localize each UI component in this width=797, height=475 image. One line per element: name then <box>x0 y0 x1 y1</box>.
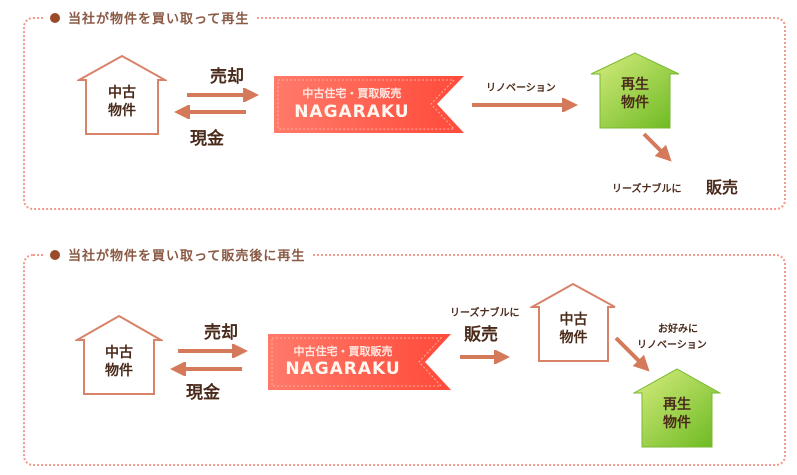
arrow-right-icon <box>178 344 248 358</box>
section-2-heading: 当社が物件を買い取って販売後に再生 <box>44 245 312 264</box>
renewed-house-1: 再生物件 <box>590 52 680 129</box>
nagaraku-ribbon: 中古住宅・買取販売 NAGARAKU <box>274 76 464 133</box>
renovation-label: リノベーション <box>486 83 556 94</box>
used-house-3: 中古物件 <box>528 282 617 363</box>
arrow-left-icon <box>170 362 242 376</box>
sell-label: 売却 <box>204 323 238 343</box>
arrow-diagonal-icon <box>642 132 672 162</box>
arrow-right-icon <box>460 350 510 364</box>
used-house-1: 中古物件 <box>75 54 169 136</box>
nagaraku-ribbon: 中古住宅・買取販売 NAGARAKU <box>268 334 451 390</box>
sale-label: 販売 <box>464 325 498 345</box>
sale-label: 販売 <box>706 178 739 197</box>
section-1-heading: 当社が物件を買い取って再生 <box>44 8 256 27</box>
cash-label: 現金 <box>186 383 220 403</box>
bullet-icon <box>50 249 60 260</box>
renewed-house-2: 再生物件 <box>632 368 722 448</box>
sell-label: 売却 <box>210 67 244 87</box>
bullet-icon <box>50 12 60 23</box>
used-house-2: 中古物件 <box>73 314 165 396</box>
section-1-panel <box>23 17 786 210</box>
arrow-left-icon <box>174 105 246 119</box>
renovation-label: リノベーション <box>637 340 707 351</box>
reasonable-label: リーズナブルに <box>612 184 682 195</box>
cash-label: 現金 <box>190 129 224 149</box>
reasonable-label: リーズナブルに <box>450 308 520 319</box>
arrow-diagonal-icon <box>614 336 650 372</box>
preference-label: お好みに <box>658 324 698 335</box>
arrow-right-icon <box>472 98 578 112</box>
arrow-right-icon <box>187 88 259 102</box>
section-2-panel <box>23 254 786 466</box>
